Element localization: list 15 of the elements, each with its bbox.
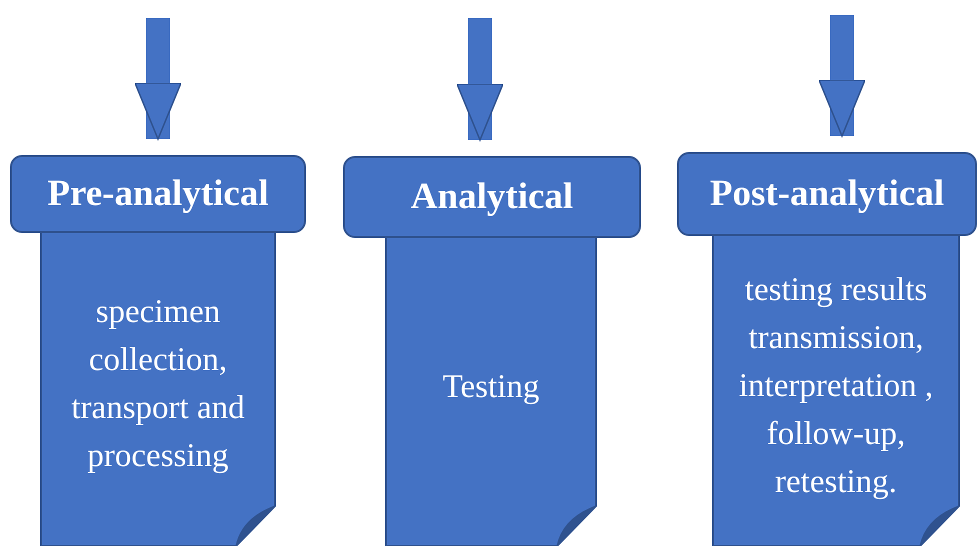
document-shape <box>712 234 960 546</box>
header-text: Post-analytical <box>710 172 944 216</box>
body-text: specimen collection, transport and processing <box>70 293 246 476</box>
down-arrow <box>456 18 504 141</box>
body-text: testing results transmission, interpretation , follow-up, retesting. <box>738 271 934 502</box>
body-text: Testing <box>442 368 540 407</box>
header-box <box>677 152 977 236</box>
header-box <box>10 155 306 233</box>
document-shape <box>40 230 276 546</box>
document-shape <box>385 236 597 546</box>
header-text: Pre-analytical <box>47 172 269 216</box>
down-arrow <box>134 18 182 140</box>
down-arrow <box>818 15 866 137</box>
header-box <box>343 156 641 238</box>
header-text: Analytical <box>410 174 574 219</box>
